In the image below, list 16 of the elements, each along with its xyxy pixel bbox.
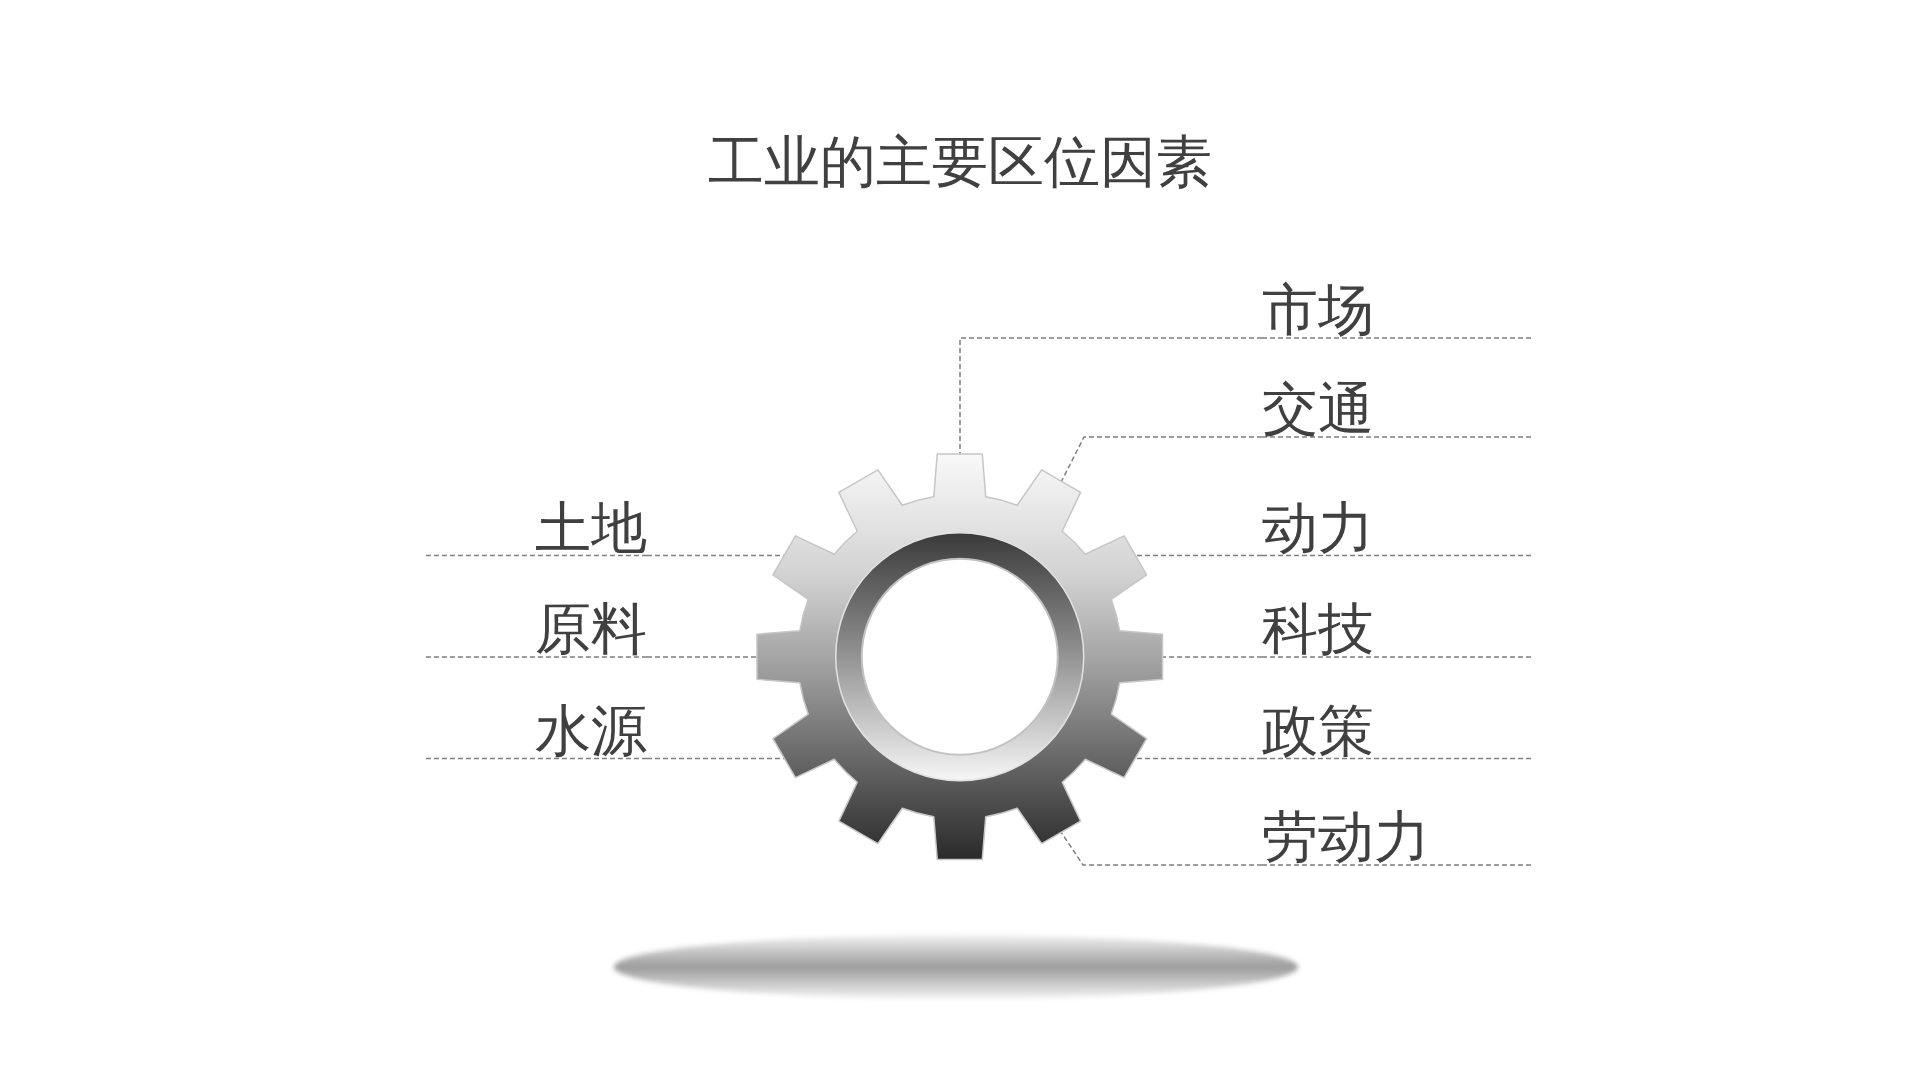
label: 市场 (1262, 282, 1374, 338)
title: 工业的主要区位因素 (708, 134, 1212, 190)
label: 动力 (1262, 499, 1374, 556)
label: 政策 (1262, 702, 1374, 759)
leader-line (1162, 656, 1532, 658)
label: 土地 (535, 499, 647, 556)
gear (757, 454, 1163, 860)
leader-line (1134, 554, 1532, 557)
label: 交通 (1262, 381, 1374, 437)
leader-line (959, 337, 1532, 455)
label: 水源 (535, 702, 647, 759)
label: 劳动力 (1262, 809, 1430, 865)
label: 原料 (535, 601, 647, 657)
leader-line (1060, 831, 1532, 866)
leader-line (1060, 436, 1532, 483)
label: 科技 (1262, 601, 1374, 657)
